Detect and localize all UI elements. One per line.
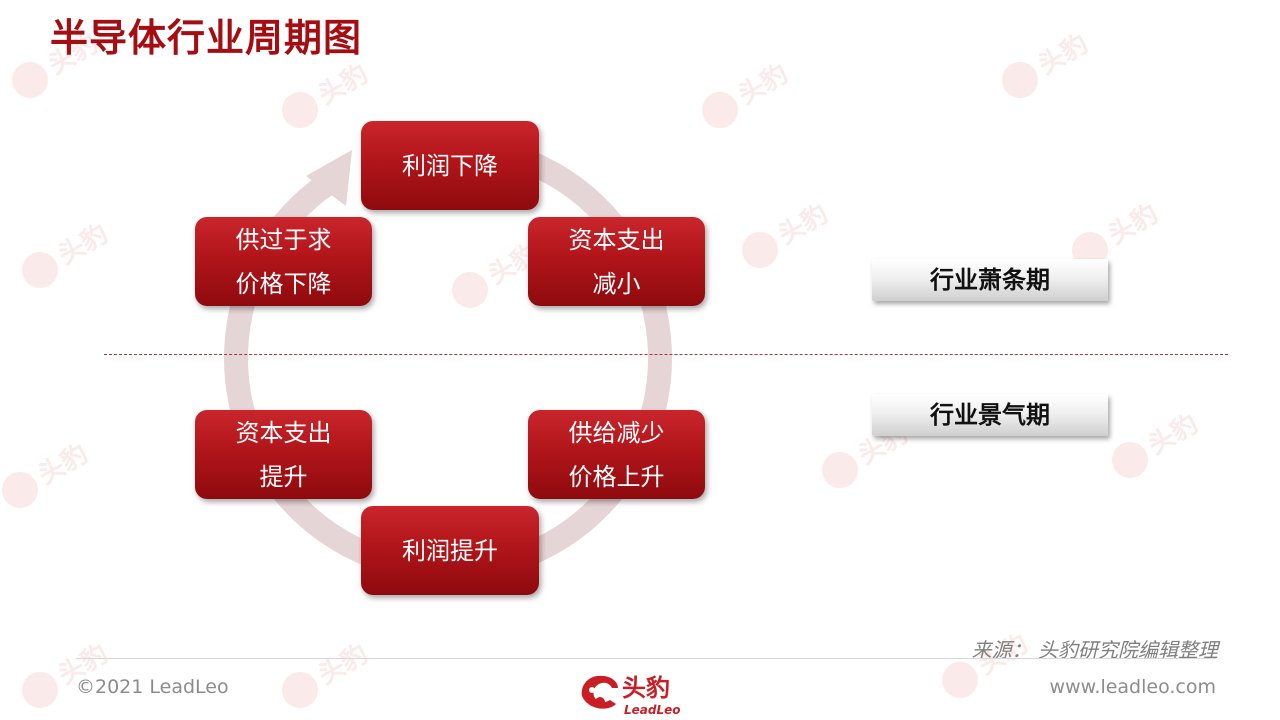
phase-label-boom: 行业景气期 <box>872 394 1108 436</box>
node-label: 价格上升 <box>568 462 665 491</box>
node-label: 利润提升 <box>402 536 498 565</box>
node-label: 供过于求 <box>235 225 332 254</box>
logo-chinese: 头豹 <box>622 674 670 702</box>
leopard-logo-icon <box>581 675 618 709</box>
node-oversupply-price-drop: 供过于求 价格下降 <box>195 217 372 306</box>
node-capex-increase: 资本支出 提升 <box>195 410 372 499</box>
node-capex-decrease: 资本支出 减小 <box>528 217 705 306</box>
node-label: 提升 <box>259 462 308 491</box>
footer-divider <box>76 658 1216 659</box>
node-supply-cut-price-rise: 供给减少 价格上升 <box>528 410 705 499</box>
node-label: 减小 <box>592 269 641 298</box>
leadleo-logo: 头豹 LeadLeo <box>581 674 681 717</box>
phase-divider <box>104 354 1228 355</box>
cycle-arrowhead <box>306 150 352 206</box>
logo-english: LeadLeo <box>624 703 681 717</box>
copyright-text: ©2021 LeadLeo <box>76 676 229 698</box>
page-title: 半导体行业周期图 <box>50 16 363 60</box>
node-label: 利润下降 <box>402 151 498 180</box>
website-link[interactable]: www.leadleo.com <box>1049 676 1216 698</box>
node-label: 供给减少 <box>568 418 665 447</box>
phase-label-downturn: 行业萧条期 <box>872 259 1108 301</box>
node-label: 资本支出 <box>235 418 332 447</box>
node-label: 价格下降 <box>235 269 332 298</box>
node-label: 资本支出 <box>568 225 665 254</box>
node-profit-increase: 利润提升 <box>361 506 539 595</box>
node-profit-decline: 利润下降 <box>361 121 539 210</box>
